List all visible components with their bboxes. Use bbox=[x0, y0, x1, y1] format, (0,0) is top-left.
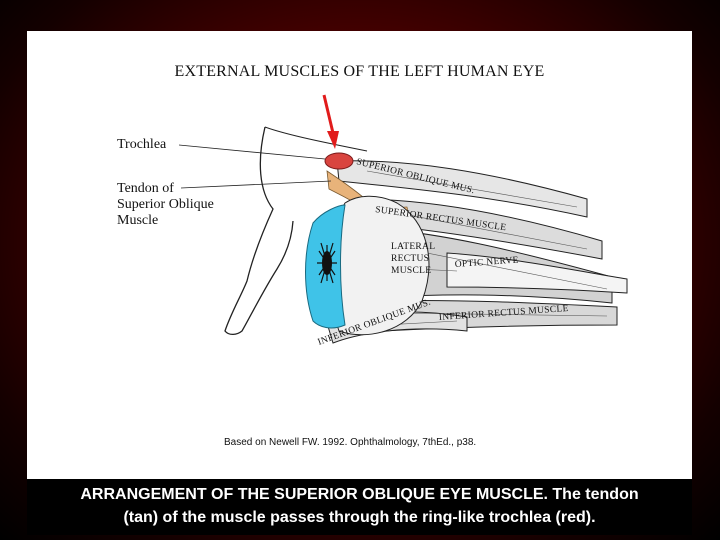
caption-line-1: ARRANGEMENT OF THE SUPERIOR OBLIQUE EYE … bbox=[80, 486, 639, 503]
callout-tendon-line1: Tendon of bbox=[117, 181, 174, 196]
tendon-leader-line bbox=[180, 180, 332, 189]
brow-outline bbox=[264, 126, 368, 152]
eye-muscle-diagram: SUPERIOR OBLIQUE MUS. SUPERIOR RECTUS MU… bbox=[178, 94, 628, 348]
diagram-panel: EXTERNAL MUSCLES OF THE LEFT HUMAN EYE bbox=[27, 31, 692, 479]
pupil bbox=[322, 251, 332, 275]
optic-nerve bbox=[446, 252, 628, 294]
source-credit: Based on Newell FW. 1992. Ophthalmology,… bbox=[224, 437, 477, 448]
red-arrow-icon bbox=[322, 94, 339, 149]
caption-band: ARRANGEMENT OF THE SUPERIOR OBLIQUE EYE … bbox=[27, 479, 692, 535]
caption-line-2: (tan) of the muscle passes through the r… bbox=[123, 509, 596, 526]
callout-tendon-line2: Superior Oblique bbox=[117, 197, 214, 212]
label-lateral-1: LATERAL bbox=[391, 242, 435, 252]
trochlea-leader-line bbox=[178, 144, 326, 160]
callout-tendon-line3: Muscle bbox=[117, 213, 159, 228]
face-profile-outline bbox=[224, 126, 294, 336]
label-lateral-2: RECTUS bbox=[391, 254, 429, 264]
label-optic-nerve: OPTIC NERVE bbox=[455, 256, 520, 270]
trochlea bbox=[324, 152, 354, 170]
superior-oblique-muscle bbox=[336, 160, 588, 218]
callout-trochlea: Trochlea bbox=[117, 137, 167, 152]
label-lateral-3: MUSCLE bbox=[391, 266, 431, 276]
figure-title: EXTERNAL MUSCLES OF THE LEFT HUMAN EYE bbox=[174, 63, 545, 80]
